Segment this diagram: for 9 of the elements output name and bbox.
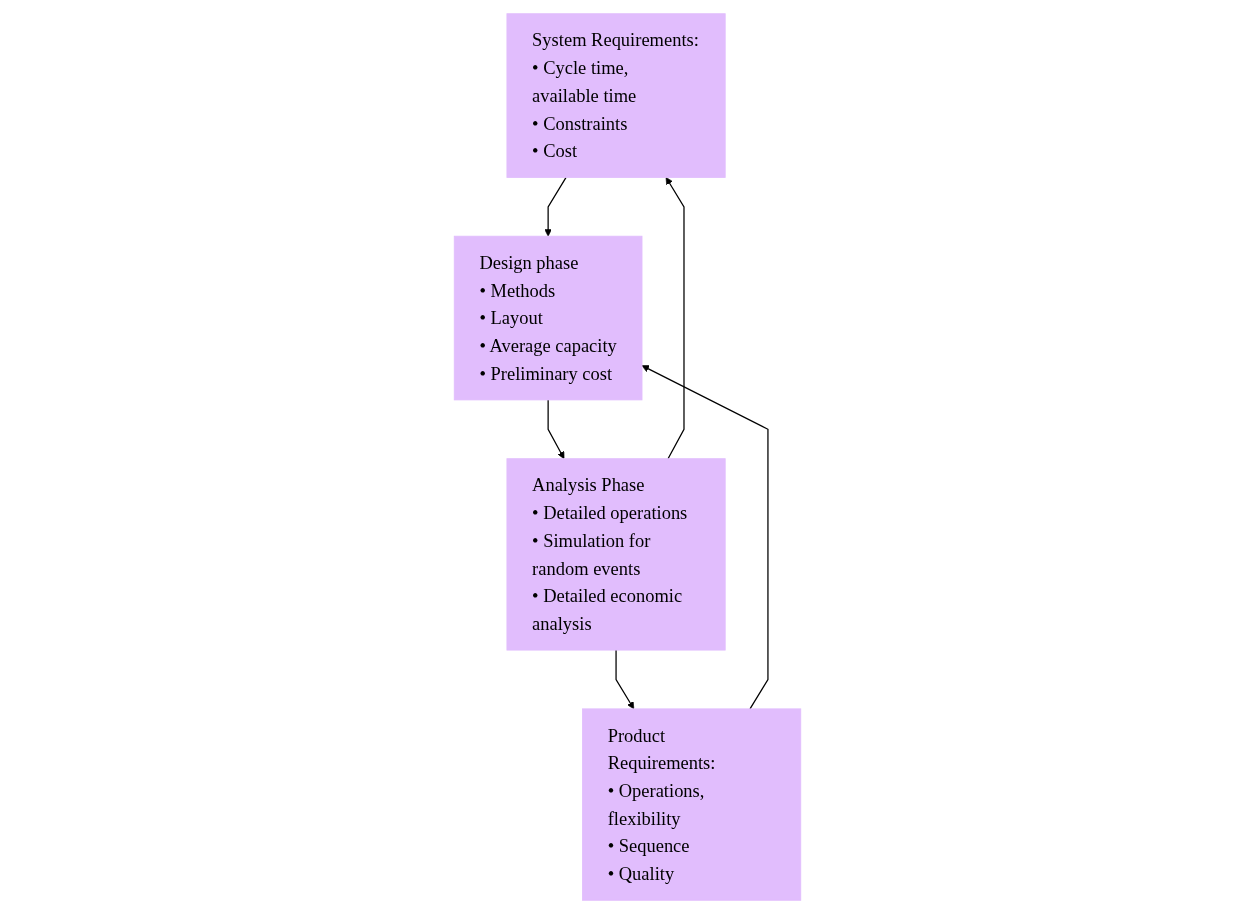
arrow: [615, 649, 635, 710]
arrow: [641, 365, 769, 710]
node-box: Analysis Phase • Detailed operations • Simulation for random events • Detailed economic analysis: [506, 458, 726, 651]
arrow: [665, 177, 685, 460]
arrow: [547, 399, 565, 459]
arrow: [544, 176, 567, 237]
node-box: Product Requirements: • Operations, flexibility • Sequence • Quality: [582, 708, 802, 901]
node-box: System Requirements: • Cycle time, available time • Constraints • Cost: [506, 13, 726, 178]
node-box: Design phase • Methods • Layout • Average capacity • Preliminary cost: [453, 235, 643, 401]
